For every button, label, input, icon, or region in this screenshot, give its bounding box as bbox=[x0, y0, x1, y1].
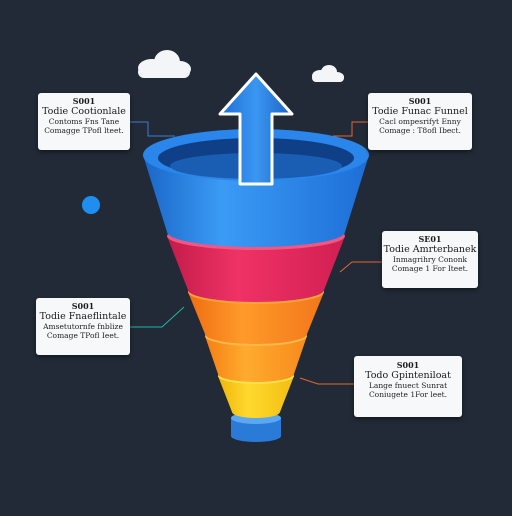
cloud-icon bbox=[138, 50, 191, 78]
label-card-mid-left: S001 Todie Fnaeflintale Amsetutornfe fnb… bbox=[36, 298, 130, 355]
card-title: Todie Amrterbanek bbox=[383, 244, 477, 256]
connector-mid-left bbox=[130, 306, 185, 328]
card-title: Todie Fnaeflintale bbox=[39, 311, 127, 323]
label-card-top-right: S001 Todie Funac Funnel Cacl ompesrifyt … bbox=[368, 93, 472, 150]
card-line: Comage : T8ofl Ibect. bbox=[379, 125, 461, 135]
label-card-low-right: S001 Todo Gpinteniloat Lange fnuect Sunr… bbox=[354, 356, 462, 417]
connector-mid-right bbox=[339, 261, 382, 273]
card-line: Cacl ompesrifyt Enny bbox=[379, 117, 461, 127]
connector-low-right bbox=[299, 377, 354, 385]
funnel-segment-blue bbox=[143, 129, 369, 247]
arrow-up-icon bbox=[218, 72, 294, 186]
dot-icon bbox=[82, 196, 100, 214]
card-line: Amsetutornfe fnblize bbox=[43, 322, 123, 332]
card-code: S001 bbox=[408, 96, 432, 106]
card-line: Comage 1 For Iteet. bbox=[391, 263, 469, 273]
connector-top-left bbox=[130, 121, 175, 137]
card-code: S001 bbox=[71, 301, 95, 311]
card-code: S001 bbox=[396, 360, 420, 370]
card-line: Lange fnuect Sunrat bbox=[368, 381, 448, 391]
card-code: S001 bbox=[72, 96, 96, 106]
connector-lines bbox=[130, 121, 382, 385]
card-code: SE01 bbox=[418, 234, 442, 244]
cloud-icon bbox=[312, 65, 344, 82]
label-card-top-left: S001 Todie Cootionlale Contoms Fns Tane … bbox=[38, 93, 130, 150]
card-title: Todie Cootionlale bbox=[42, 106, 126, 118]
card-line: Comagge TPofl lteet. bbox=[44, 125, 124, 135]
card-line: Comage TPofl Ieet. bbox=[46, 330, 120, 340]
card-title: Todie Funac Funnel bbox=[372, 106, 468, 118]
label-card-mid-right: SE01 Todie Amrterbanek Inmagrihry Cononk… bbox=[382, 231, 478, 288]
connector-top-right bbox=[333, 121, 368, 137]
card-line: Contoms Fns Tane bbox=[48, 117, 120, 127]
card-title: Todo Gpinteniloat bbox=[365, 370, 451, 382]
card-line: Coniugete 1For leet. bbox=[368, 389, 448, 399]
card-line: Inmagrihry Cononk bbox=[392, 255, 468, 265]
